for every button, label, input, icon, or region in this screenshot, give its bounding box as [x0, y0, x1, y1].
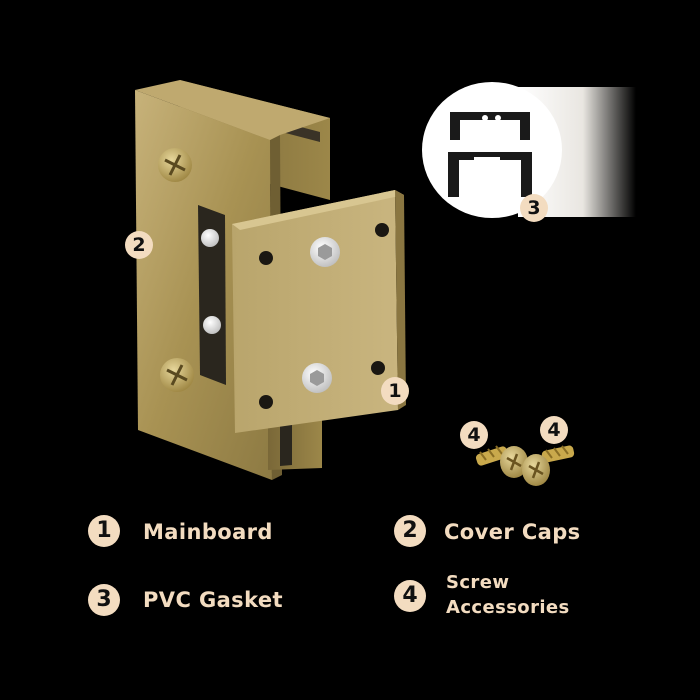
legend-number-4: 4 [394, 580, 426, 612]
front-clamp-plate [232, 190, 398, 433]
legend-number-2: 2 [394, 515, 426, 547]
callout-screw-a: 4 [460, 421, 488, 449]
screw-accessory-right [522, 445, 575, 486]
screw-accessory-left [475, 445, 528, 478]
legend-label-pvc-gasket: PVC Gasket [143, 588, 283, 612]
legend-number-1: 1 [88, 515, 120, 547]
callout-cover-caps: 2 [125, 231, 153, 259]
callout-screw-b: 4 [540, 416, 568, 444]
roller-top [201, 229, 219, 247]
pvc-gasket-pieces [448, 112, 532, 197]
roller-bottom [203, 316, 221, 334]
legend-number-3: 3 [88, 584, 120, 616]
callout-mainboard: 1 [381, 377, 409, 405]
back-screw-top [158, 148, 192, 182]
legend-label-cover-caps: Cover Caps [444, 520, 581, 544]
legend-label-screw-accessories: Screw Accessories [446, 570, 646, 620]
legend-label-screw: Screw [446, 572, 510, 593]
legend-label-accessories: Accessories [446, 597, 570, 618]
callout-pvc-gasket: 3 [520, 194, 548, 222]
hex-bolt-bottom [302, 363, 332, 393]
legend-label-mainboard: Mainboard [143, 520, 273, 544]
back-screw-bottom [160, 358, 194, 392]
hex-bolt-top [310, 237, 340, 267]
